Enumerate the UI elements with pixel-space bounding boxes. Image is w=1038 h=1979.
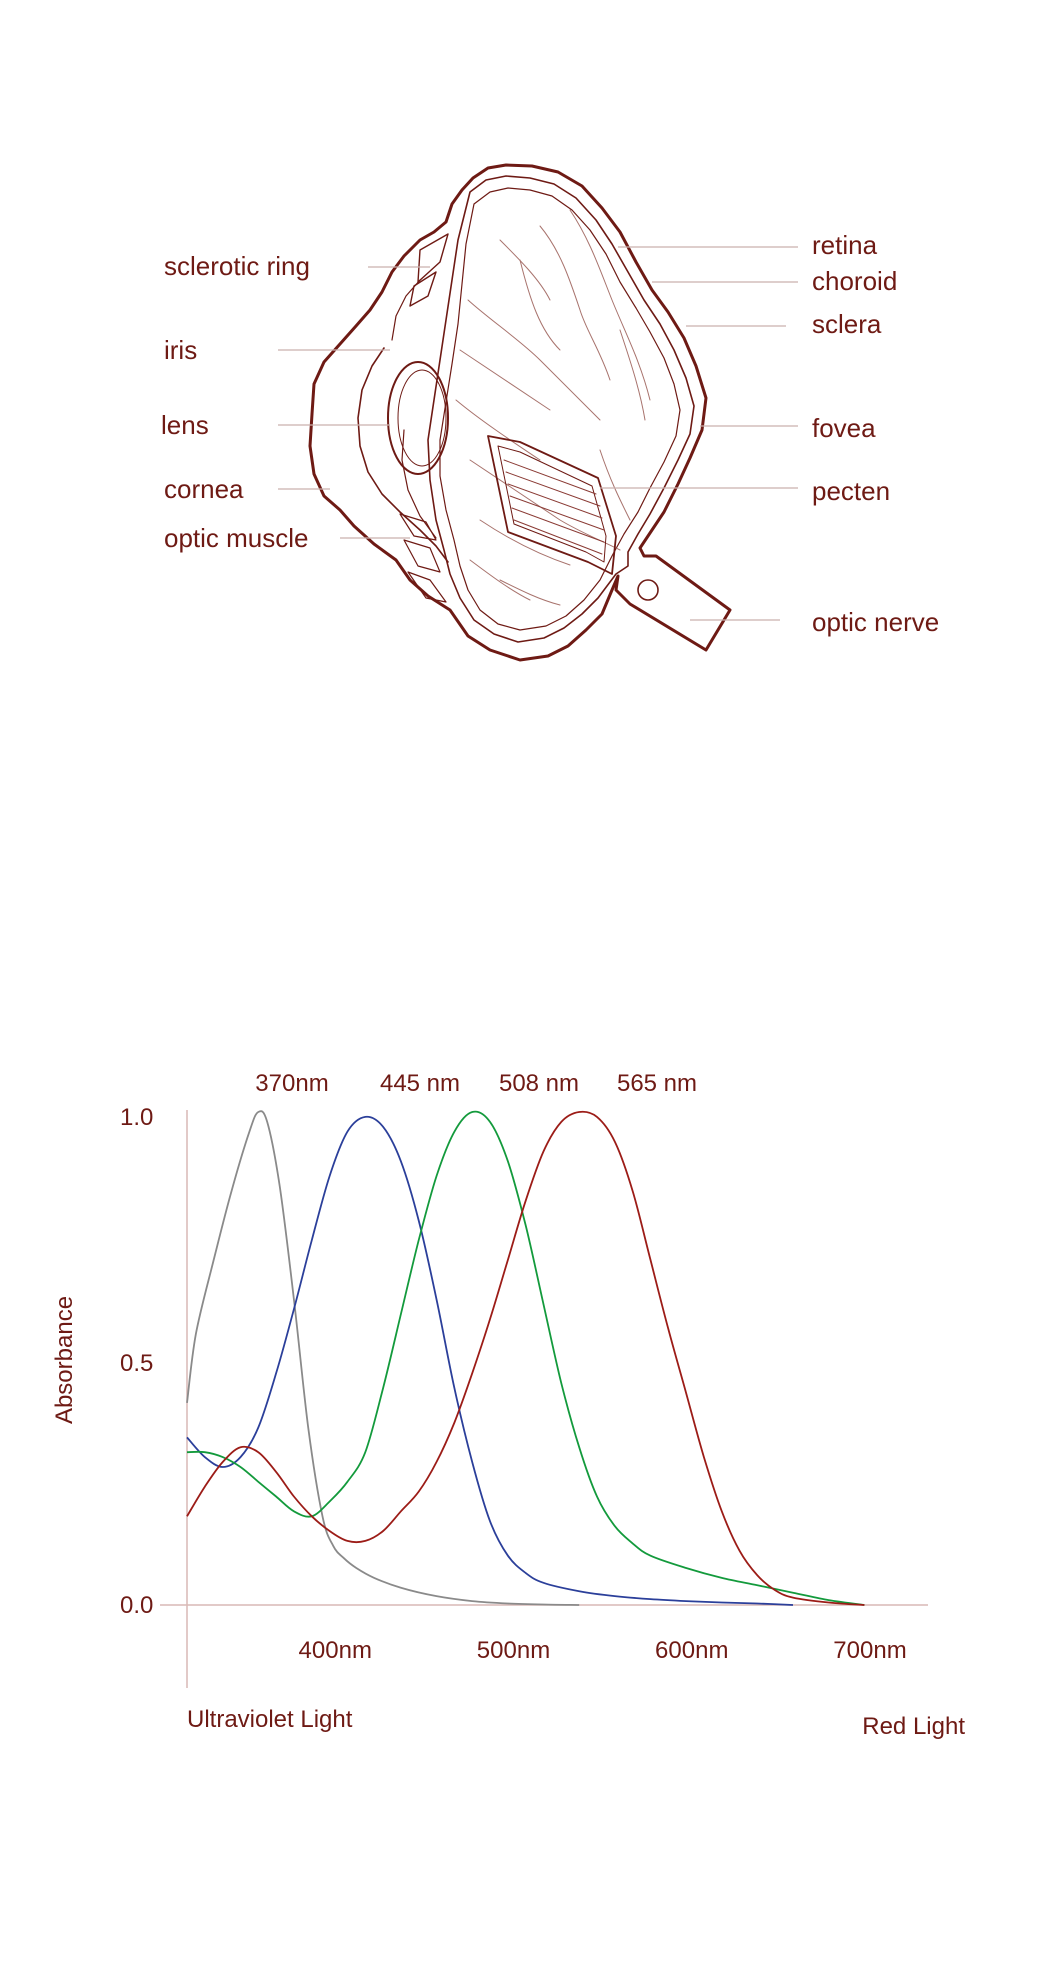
pecten [487, 435, 617, 575]
optic-nerve-head [637, 579, 659, 601]
leader-lines [278, 246, 798, 621]
peak-label-red: 565 nm [617, 1070, 697, 1097]
eye-labels-left: sclerotic ring iris lens cornea optic mu… [161, 251, 310, 553]
label-sclera: sclera [812, 309, 882, 339]
lens [387, 361, 449, 475]
curve-red [186, 1110, 865, 1606]
label-optic-nerve: optic nerve [812, 607, 939, 637]
x-tick-700nm: 700nm [833, 1637, 906, 1664]
x-ticks: 400nm 500nm 600nm 700nm [299, 1637, 907, 1664]
label-fovea: fovea [812, 413, 876, 443]
absorbance-chart: Absorbance 0.0 0.5 1.0 400nm 500nm 600nm 70… [51, 1070, 965, 1740]
label-choroid: choroid [812, 266, 897, 296]
label-optic-muscle: optic muscle [164, 523, 309, 553]
retinal-vessels [455, 209, 651, 606]
x-tick-600nm: 600nm [655, 1637, 728, 1664]
x-left-label: Ultraviolet Light [187, 1706, 353, 1733]
curve-green [186, 1110, 865, 1606]
cornea-outline [357, 347, 449, 563]
absorbance-curves [186, 1110, 865, 1606]
eye-labels-right: retina choroid sclera fovea pecten optic… [812, 230, 939, 637]
curve-blue [186, 1115, 794, 1606]
choroid-outline [427, 175, 695, 643]
label-iris: iris [164, 335, 197, 365]
x-right-label: Red Light [862, 1713, 965, 1740]
pecten-inner [497, 445, 607, 563]
label-lens: lens [161, 410, 209, 440]
label-retina: retina [812, 230, 878, 260]
label-cornea: cornea [164, 474, 244, 504]
x-tick-500nm: 500nm [477, 1637, 550, 1664]
curve-uv [186, 1110, 580, 1606]
y-axis-title: Absorbance [51, 1296, 78, 1424]
retina-outline [439, 187, 681, 631]
peak-label-green: 508 nm [499, 1070, 579, 1097]
y-tick-1: 0.5 [120, 1350, 153, 1377]
eye-diagram [308, 163, 732, 662]
pecten-folds [503, 459, 605, 555]
peak-label-uv: 370nm [255, 1070, 328, 1097]
optic-muscle [399, 513, 447, 603]
peak-label-blue: 445 nm [380, 1070, 460, 1097]
y-tick-0: 0.0 [120, 1592, 153, 1619]
x-tick-400nm: 400nm [299, 1637, 372, 1664]
sclera-outline [308, 163, 732, 662]
label-pecten: pecten [812, 476, 890, 506]
y-tick-2: 1.0 [120, 1104, 153, 1131]
lens-inner [397, 369, 447, 467]
sclerotic-ring [409, 233, 449, 307]
label-sclerotic-ring: sclerotic ring [164, 251, 310, 281]
